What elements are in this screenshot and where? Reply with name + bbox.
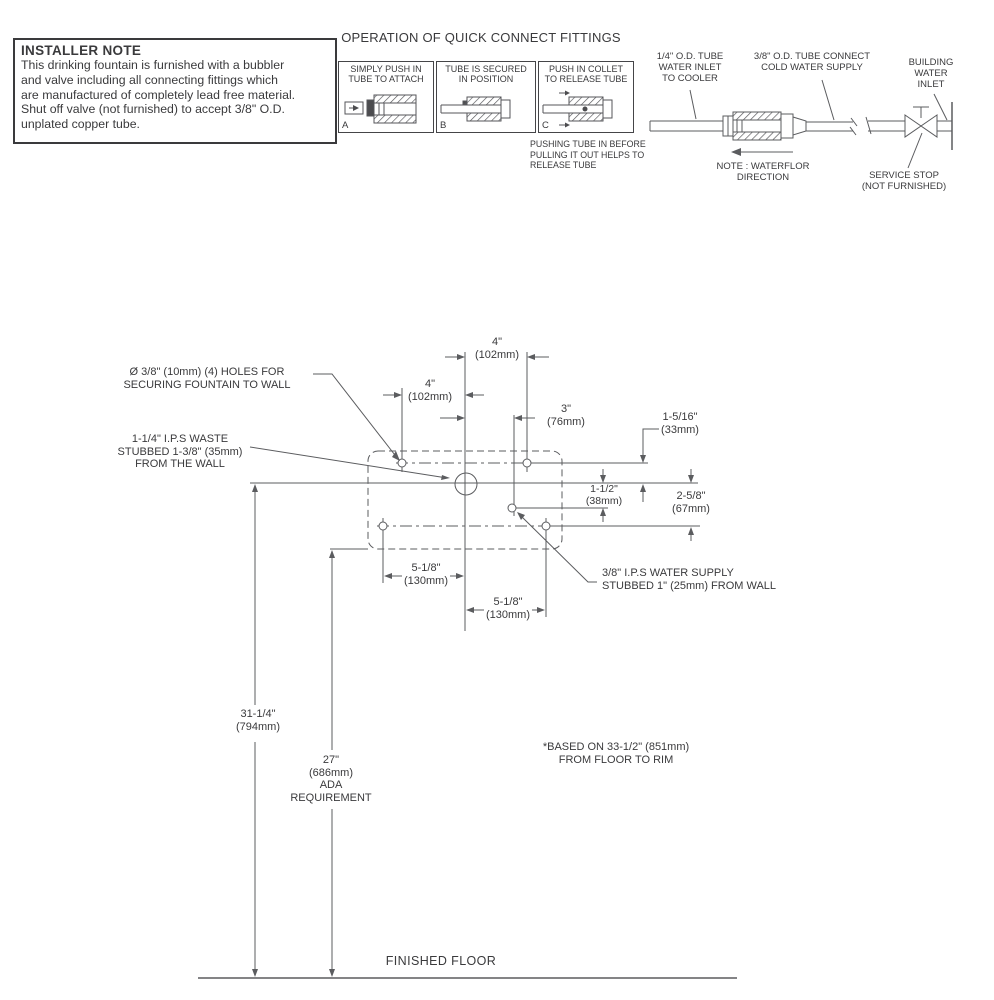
fitting-assembly-diagram [649,79,953,169]
service-stop-label: SERVICE STOP (NOT FURNISHED) [861,170,947,192]
panel-c-label: PUSH IN COLLET TO RELEASE TUBE [544,64,628,84]
installer-note-title: INSTALLER NOTE [21,43,142,58]
waterflow-direction-note: NOTE : WATERFLOR DIRECTION [716,161,810,183]
quick-connect-panel-a: SIMPLY PUSH IN TUBE TO ATTACH A [338,61,434,133]
water-supply-stub-label: 3/8" I.P.S WATER SUPPLY STUBBED 1" (25mm… [602,567,777,592]
quick-connect-panel-c: PUSH IN COLLET TO RELEASE TUBE C [538,61,634,133]
push-in-tube-icon [344,94,417,124]
quick-connect-title: OPERATION OF QUICK CONNECT FITTINGS [341,30,621,45]
plan-view-lines [198,352,737,979]
cold-water-supply-label: 3/8" O.D. TUBE CONNECT COLD WATER SUPPLY [753,51,871,73]
tube-secured-icon [440,96,511,122]
building-water-inlet-label: BUILDING WATER INLET [908,57,954,90]
water-inlet-to-cooler-label: 1/4" O.D. TUBE WATER INLET TO COOLER [656,51,724,84]
dim-drop-2-5-8in: 2-5/8" (67mm) [670,490,712,515]
dim-drop-1-1-2in: 1-1/2" (38mm) [583,483,625,507]
dim-top-left-4in: 4" (102mm) [405,378,455,403]
panel-a-label: SIMPLY PUSH IN TUBE TO ATTACH [348,64,424,84]
panel-b-label: TUBE IS SECURED IN POSITION [445,64,527,84]
securing-holes-label: Ø 3/8" (10mm) (4) HOLES FOR SECURING FOU… [123,366,291,391]
release-tube-icon [542,90,613,128]
dim-offset-1-5-16in: 1-5/16" (33mm) [659,411,701,436]
quick-connect-panel-b: TUBE IS SECURED IN POSITION B [436,61,536,133]
dim-height-31-1-4in: 31-1/4" (794mm) [233,708,283,733]
installer-note-body: This drinking fountain is furnished with… [21,58,296,132]
dim-top-right-4in: 4" (102mm) [472,336,522,361]
dim-supply-3in: 3" (76mm) [545,403,587,428]
panel-a-letter: A [342,120,349,131]
dimension-arrowheads [252,354,694,977]
floor-to-rim-note: *BASED ON 33-1/2" (851mm) FROM FLOOR TO … [542,741,690,766]
finished-floor-label: FINISHED FLOOR [385,954,497,968]
dim-bottom-left-5-1-8in: 5-1/8" (130mm) [401,562,451,587]
dim-bottom-right-5-1-8in: 5-1/8" (130mm) [483,596,533,621]
waste-stub-label: 1-1/4" I.P.S WASTE STUBBED 1-3/8" (35mm)… [117,433,243,470]
panel-b-letter: B [440,120,447,131]
panel-c-letter: C [542,120,549,131]
installer-note-box: INSTALLER NOTE This drinking fountain is… [13,38,337,144]
pushing-tube-note: PUSHING TUBE IN BEFORE PULLING IT OUT HE… [530,139,646,171]
dim-ada-27in: 27" (686mm) ADA REQUIREMENT [288,754,374,804]
